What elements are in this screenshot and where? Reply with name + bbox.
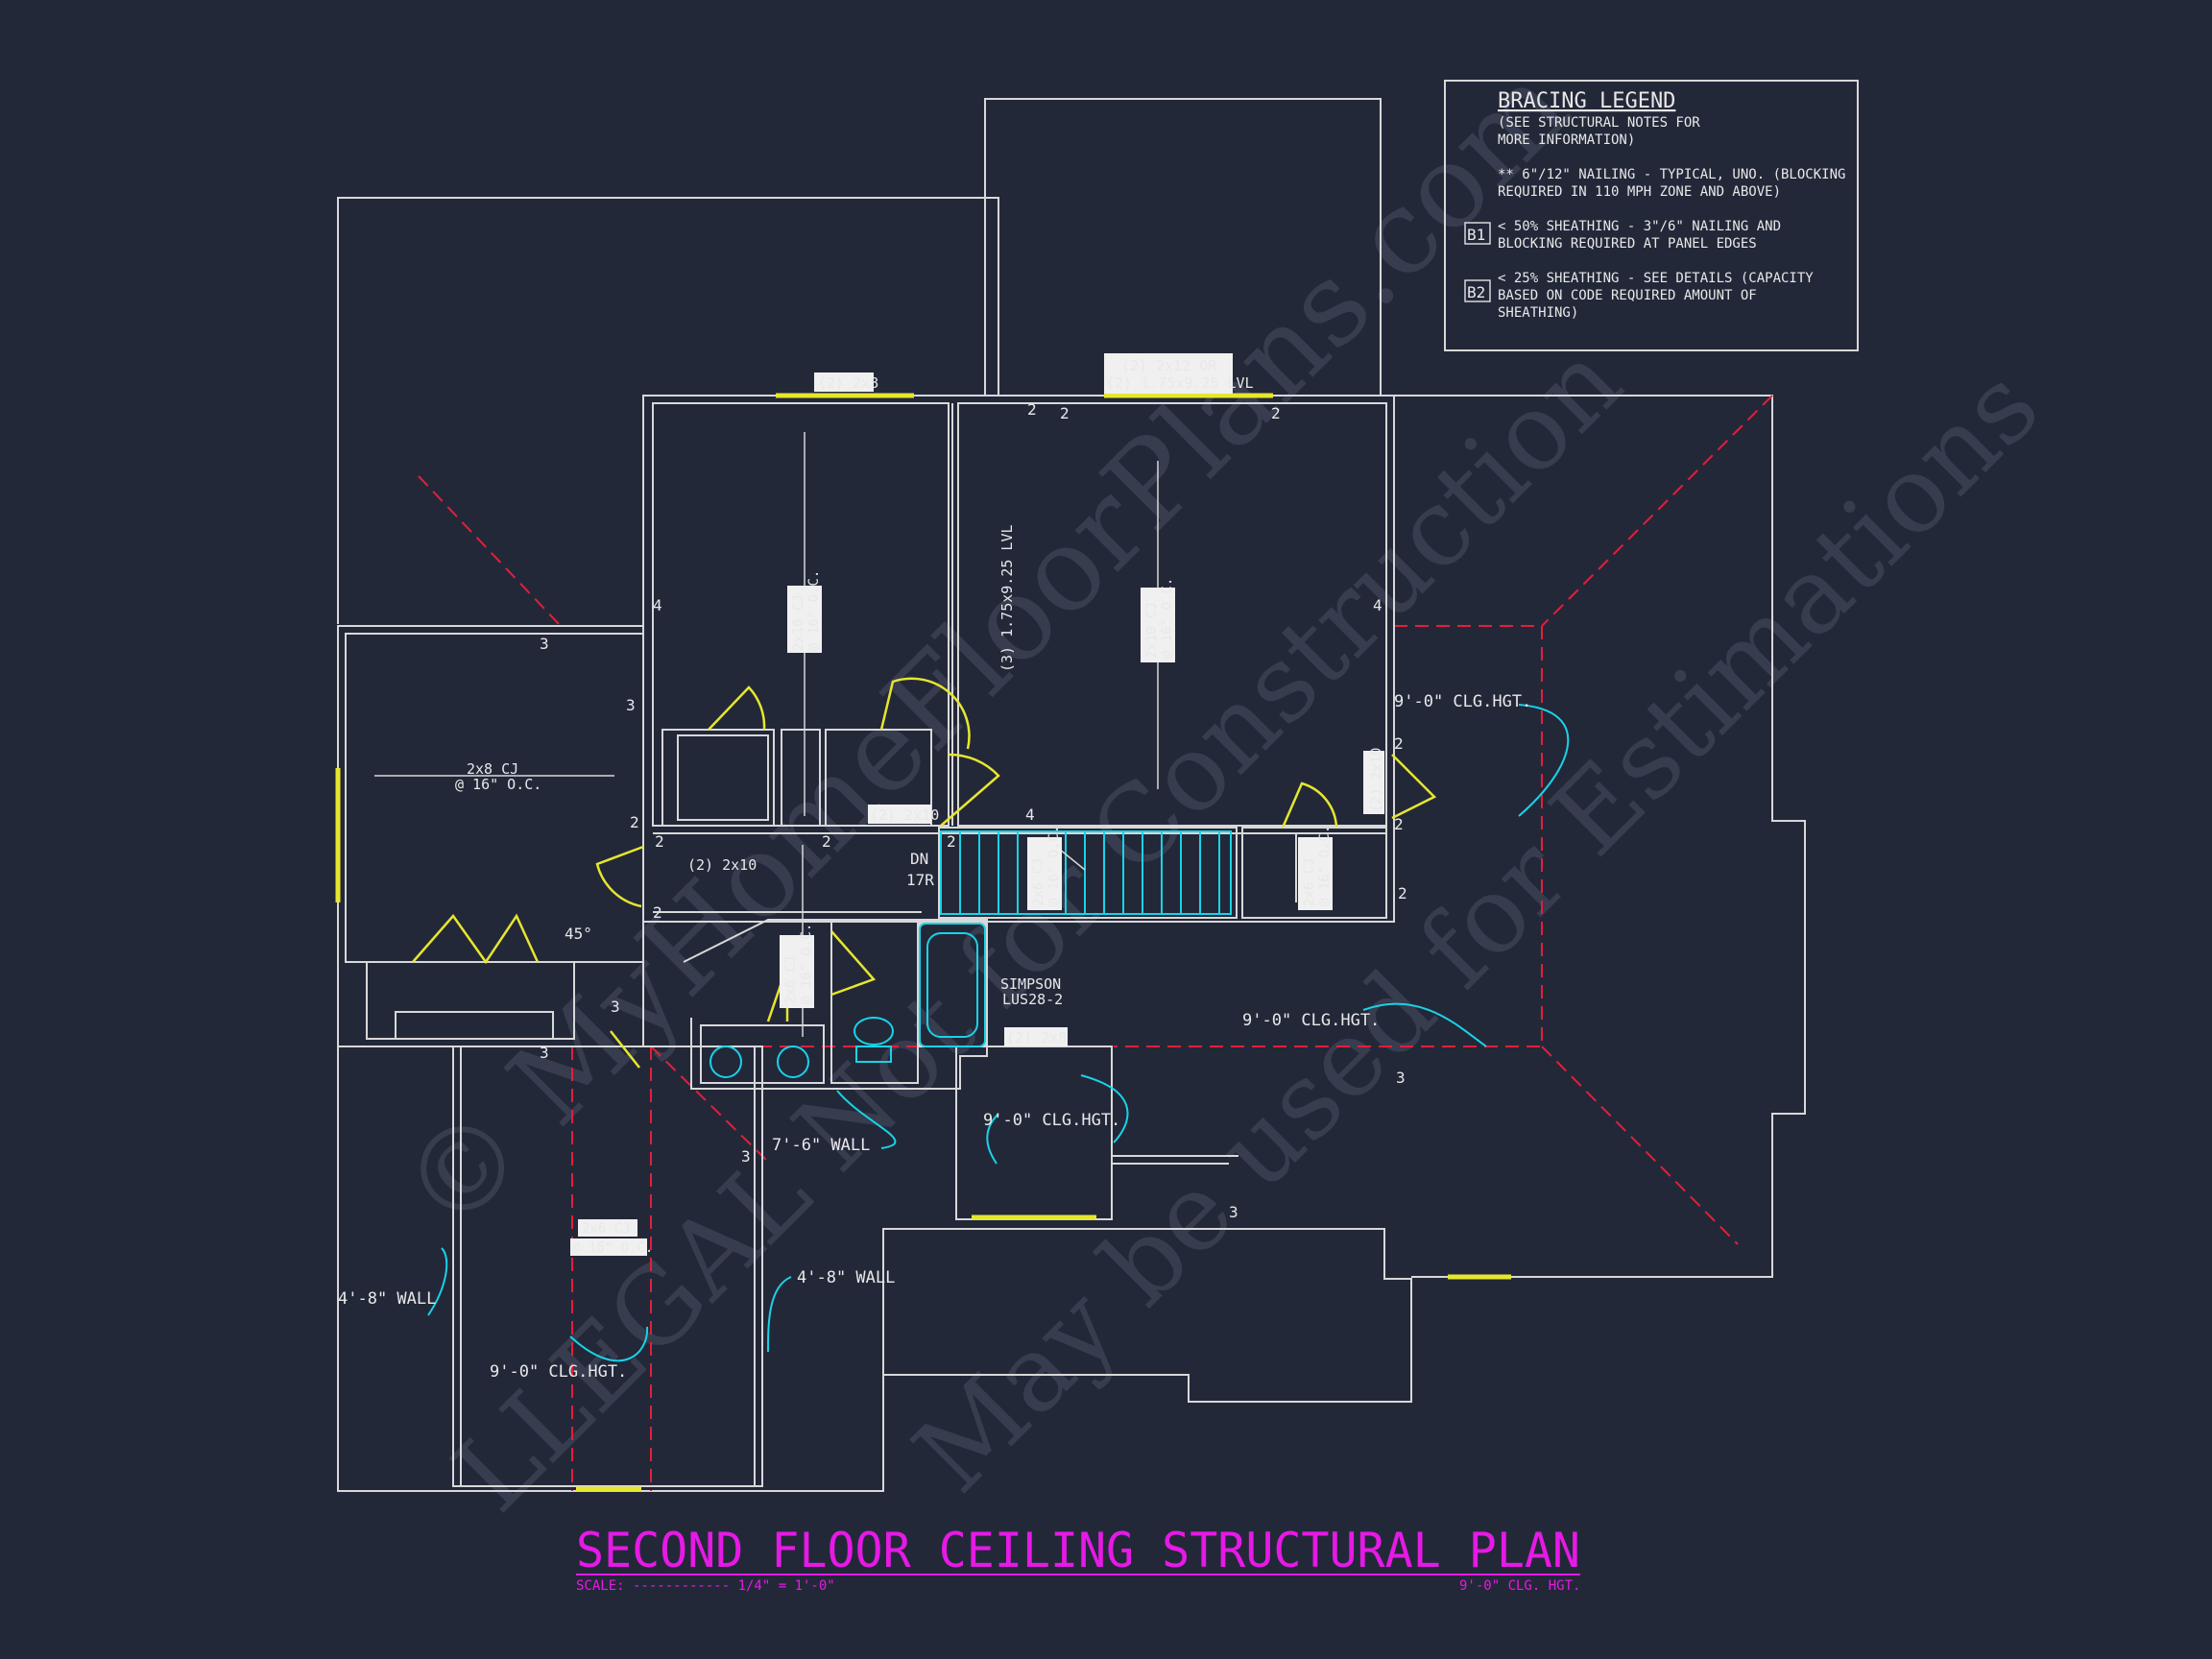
header-2x10-right: (2) 2x10: [1369, 748, 1384, 812]
legend-title: BRACING LEGEND: [1498, 89, 1675, 113]
cj-left-line2: @ 16" O.C.: [455, 776, 541, 793]
legend-note-line2: MORE INFORMATION): [1498, 132, 1635, 148]
cj-2x10-b2: @ 16" O.C.: [1160, 578, 1175, 659]
post-num: 2: [653, 903, 662, 922]
post-num: 2: [1394, 815, 1404, 833]
wall-7-6: 7'-6" WALL: [772, 1136, 870, 1155]
header-2x12-line2: (2) 1.75x9.25 LVL: [1106, 374, 1254, 392]
stair-dn: DN: [910, 850, 928, 868]
post-num: 3: [741, 1147, 751, 1166]
watermark: © MyHomeFloorPlans.com LLEGAL Not for Co…: [376, 40, 2061, 1534]
post-num: 3: [540, 635, 549, 653]
header-2x8-top: (2) 2x8: [818, 374, 878, 392]
stair-treads: [940, 830, 1232, 915]
wall-4-8-mid: 4'-8" WALL: [797, 1268, 895, 1287]
title-block: SECOND FLOOR CEILING STRUCTURAL PLAN SCA…: [576, 1523, 1580, 1594]
cj-2x6-bath: 2x6 CJ: [783, 955, 799, 1004]
legend-b2-tag: B2: [1467, 283, 1485, 301]
legend-note-line1: (SEE STRUCTURAL NOTES FOR: [1498, 115, 1700, 131]
post-num: 2: [1060, 404, 1070, 422]
legend-b2-line2: BASED ON CODE REQUIRED AMOUNT OF: [1498, 288, 1757, 303]
post-num: 2: [947, 832, 956, 851]
clg-right-top: 9'-0" CLG.HGT.: [1394, 692, 1531, 711]
cj-2x6-stair2: @ 16" O.C.: [1046, 826, 1062, 906]
post-num: 4: [653, 596, 662, 614]
header-2x8-bath: (2) 2x8: [1006, 1029, 1067, 1046]
post-num: 3: [1229, 1203, 1238, 1221]
cj-2x6-stair: 2x6 CJ: [1031, 857, 1046, 906]
cj-2x6-right2: @ 16" O.C.: [1317, 826, 1333, 906]
bath-fixtures: [709, 923, 986, 1078]
doors: [335, 393, 1511, 1492]
plan-title: SECOND FLOOR CEILING STRUCTURAL PLAN: [576, 1523, 1580, 1578]
clg-right-mid: 9'-0" CLG.HGT.: [1242, 1011, 1380, 1030]
wall-4-8-left: 4'-8" WALL: [338, 1289, 436, 1309]
post-num: 4: [1373, 596, 1382, 614]
plan-labels: (2) 2x8 (2) 2x12 OR (2) 1.75x9.25 LVL (3…: [338, 353, 1531, 1382]
clg-bottom: 9'-0" CLG.HGT.: [490, 1362, 627, 1382]
lvl-beam-label: (3) 1.75x9.25 LVL: [998, 524, 1016, 672]
header-2x10-mid: (2) 2x10: [870, 806, 939, 824]
post-num: 3: [1396, 1069, 1406, 1087]
ceiling-height-note: 9'-0" CLG. HGT.: [1459, 1578, 1580, 1594]
stair-17r: 17R: [906, 871, 934, 889]
scale-note: SCALE: ------------ 1/4" = 1'-0": [576, 1578, 835, 1594]
cj-2x10-a: 2x10 CJ: [791, 594, 806, 651]
post-num: 3: [540, 1044, 549, 1062]
legend-b1-tag: B1: [1467, 226, 1485, 244]
simpson-line2: LUS28-2: [1002, 991, 1063, 1008]
post-num: 2: [822, 832, 831, 851]
legend-b1-line2: BLOCKING REQUIRED AT PANEL EDGES: [1498, 236, 1757, 252]
hip-lines: [418, 395, 1773, 1491]
post-num: 3: [626, 696, 636, 714]
post-num: 2: [1027, 400, 1037, 419]
post-num: 2: [1398, 884, 1407, 902]
callout-leaders: [427, 704, 1570, 1362]
legend-item1-line2: REQUIRED IN 110 MPH ZONE AND ABOVE): [1498, 184, 1781, 200]
walls: [337, 395, 1395, 1487]
simpson-line1: SIMPSON: [1000, 975, 1061, 993]
post-num: 2: [1394, 734, 1404, 753]
legend-item1-line1: ** 6"/12" NAILING - TYPICAL, UNO. (BLOCK…: [1498, 167, 1845, 182]
cj-2x6-bath2: @ 16" O.C.: [799, 924, 814, 1004]
angle-label: 45°: [565, 925, 592, 943]
header-2x12-line1: (2) 2x12 OR: [1121, 357, 1217, 374]
post-num: 3: [611, 998, 620, 1016]
cj-left-line1: 2x8 CJ: [467, 760, 518, 778]
cj-2x10-b: 2x10 CJ: [1144, 602, 1160, 659]
clg-mid: 9'-0" CLG.HGT.: [983, 1111, 1120, 1130]
header-2x10-hall: (2) 2x10: [687, 856, 757, 874]
legend-b2-line3: SHEATHING): [1498, 305, 1578, 321]
bracing-legend: BRACING LEGEND (SEE STRUCTURAL NOTES FOR…: [1464, 89, 1845, 321]
cj-2x6-bottom2: @ 16" O.C.: [572, 1240, 653, 1256]
post-num: 2: [655, 832, 664, 851]
post-numbers: 2 2 2 4 4 3 3 2 2 2 2 2 2 4 2 2 3 3 3 3 …: [540, 400, 1407, 1221]
post-num: 2: [630, 813, 639, 831]
legend-b2-line1: < 25% SHEATHING - SEE DETAILS (CAPACITY: [1498, 271, 1814, 286]
cj-2x6-bottom: 2x6 CJ: [582, 1221, 631, 1237]
post-num: 2: [1271, 404, 1281, 422]
cj-2x6-right: 2x6 CJ: [1302, 857, 1317, 906]
cj-2x10-a2: @ 16" O.C.: [806, 570, 822, 651]
post-num: 4: [1025, 805, 1035, 824]
legend-b1-line1: < 50% SHEATHING - 3"/6" NAILING AND: [1498, 219, 1781, 234]
roof-outline: [337, 80, 1859, 1492]
